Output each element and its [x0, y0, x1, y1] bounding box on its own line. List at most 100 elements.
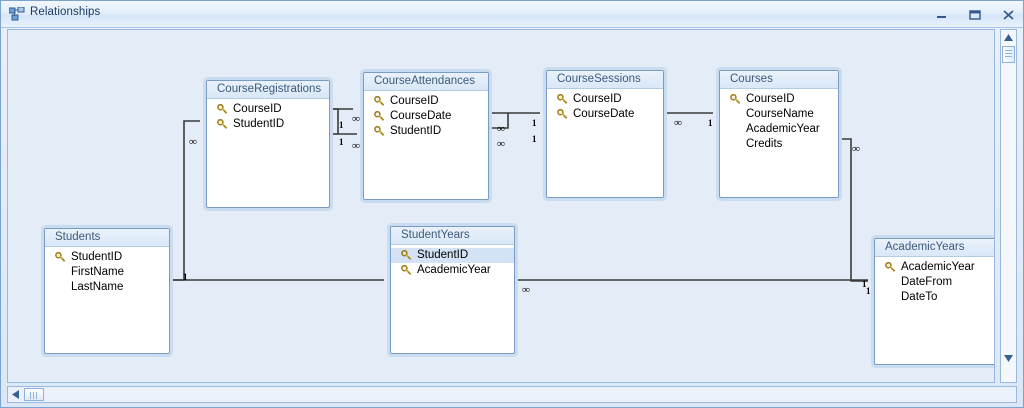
cardinality-many-label: ∞ — [852, 143, 860, 155]
field-label: DateTo — [901, 291, 938, 303]
field-list-student-years: StudentID AcademicYear — [391, 245, 514, 278]
field-label: CourseDate — [573, 108, 635, 120]
field-label: StudentID — [417, 249, 469, 261]
window-title: Relationships — [30, 6, 101, 18]
scroll-left-icon[interactable] — [8, 387, 23, 402]
field-row[interactable]: CourseID — [207, 102, 329, 117]
field-label: CourseDate — [390, 110, 452, 122]
field-row[interactable]: CourseID — [547, 92, 663, 107]
table-title-courses[interactable]: Courses — [720, 71, 838, 89]
field-label: StudentID — [71, 251, 123, 263]
field-row[interactable]: StudentID — [364, 124, 488, 139]
cardinality-one-label: 1 — [339, 137, 344, 147]
primary-key-icon — [55, 252, 66, 262]
field-label: CourseID — [573, 93, 622, 105]
window-controls — [934, 5, 1017, 25]
field-row[interactable]: StudentID — [207, 117, 329, 132]
cardinality-one-label: 1 — [708, 118, 713, 128]
field-row[interactable]: FirstName — [45, 265, 169, 280]
table-title-student-years[interactable]: StudentYears — [391, 227, 514, 245]
field-row[interactable]: CourseID — [364, 94, 488, 109]
field-list-course-registrations: CourseID StudentID — [207, 99, 329, 132]
scroll-up-icon[interactable] — [1001, 30, 1016, 45]
cardinality-one-label: 1 — [862, 279, 867, 289]
primary-key-icon — [730, 94, 741, 104]
vertical-scroll-thumb[interactable] — [1002, 46, 1015, 63]
field-label: AcademicYear — [901, 261, 975, 273]
horizontal-scrollbar[interactable] — [7, 386, 1017, 403]
table-title-course-attendances[interactable]: CourseAttendances — [364, 73, 488, 91]
scroll-down-icon[interactable] — [1001, 351, 1016, 366]
cardinality-many-label: ∞ — [674, 117, 682, 129]
field-row[interactable]: CourseDate — [364, 109, 488, 124]
field-row[interactable]: StudentID — [45, 250, 169, 265]
field-row[interactable]: AcademicYear — [391, 263, 514, 278]
primary-key-icon — [557, 109, 568, 119]
primary-key-icon — [557, 94, 568, 104]
primary-key-icon — [217, 104, 228, 114]
field-row[interactable]: CourseName — [720, 107, 838, 122]
cardinality-one-label: 1 — [532, 118, 537, 128]
horizontal-scroll-thumb[interactable] — [24, 388, 44, 401]
cardinality-many-label: ∞ — [189, 136, 197, 148]
field-list-course-sessions: CourseID CourseDate — [547, 89, 663, 122]
table-title-course-registrations[interactable]: CourseRegistrations — [207, 81, 329, 99]
table-title-course-sessions[interactable]: CourseSessions — [547, 71, 663, 89]
close-button[interactable] — [1000, 7, 1017, 23]
cardinality-one-label: 1 — [866, 286, 871, 296]
cardinality-many-label: ∞ — [497, 123, 505, 135]
restore-button[interactable] — [967, 7, 984, 23]
field-row[interactable]: CourseDate — [547, 107, 663, 122]
field-label: CourseID — [233, 103, 282, 115]
window-titlebar: Relationships — [1, 1, 1023, 28]
table-title-academic-years[interactable]: AcademicYears — [875, 239, 994, 257]
field-row[interactable]: DateTo — [875, 290, 994, 305]
field-row[interactable]: CourseID — [720, 92, 838, 107]
primary-key-icon — [401, 250, 412, 260]
vertical-scrollbar[interactable] — [1000, 29, 1017, 383]
field-label: AcademicYear — [746, 123, 820, 135]
field-label: CourseName — [746, 108, 814, 120]
field-row[interactable]: Credits — [720, 137, 838, 152]
minimize-button[interactable] — [934, 7, 951, 23]
field-label: CourseID — [746, 93, 795, 105]
primary-key-icon — [374, 96, 385, 106]
field-label: AcademicYear — [417, 264, 491, 276]
primary-key-icon — [217, 119, 228, 129]
field-label: LastName — [71, 281, 124, 293]
field-row[interactable]: AcademicYear — [875, 260, 994, 275]
cardinality-many-label: ∞ — [497, 138, 505, 150]
field-row[interactable]: AcademicYear — [720, 122, 838, 137]
primary-key-icon — [885, 262, 896, 272]
cardinality-many-label: ∞ — [522, 284, 530, 296]
primary-key-icon — [401, 265, 412, 275]
field-label: Credits — [746, 138, 783, 150]
cardinality-many-label: ∞ — [352, 113, 360, 125]
field-label: StudentID — [390, 125, 442, 137]
field-label: CourseID — [390, 95, 439, 107]
cardinality-one-label: 1 — [532, 134, 537, 144]
field-label: StudentID — [233, 118, 285, 130]
field-row[interactable]: DateFrom — [875, 275, 994, 290]
cardinality-one-label: 1 — [183, 272, 188, 282]
primary-key-icon — [374, 111, 385, 121]
field-row[interactable]: StudentID — [391, 248, 514, 263]
table-title-students[interactable]: Students — [45, 229, 169, 247]
field-row[interactable]: LastName — [45, 280, 169, 295]
primary-key-icon — [374, 126, 385, 136]
field-label: FirstName — [71, 266, 125, 278]
